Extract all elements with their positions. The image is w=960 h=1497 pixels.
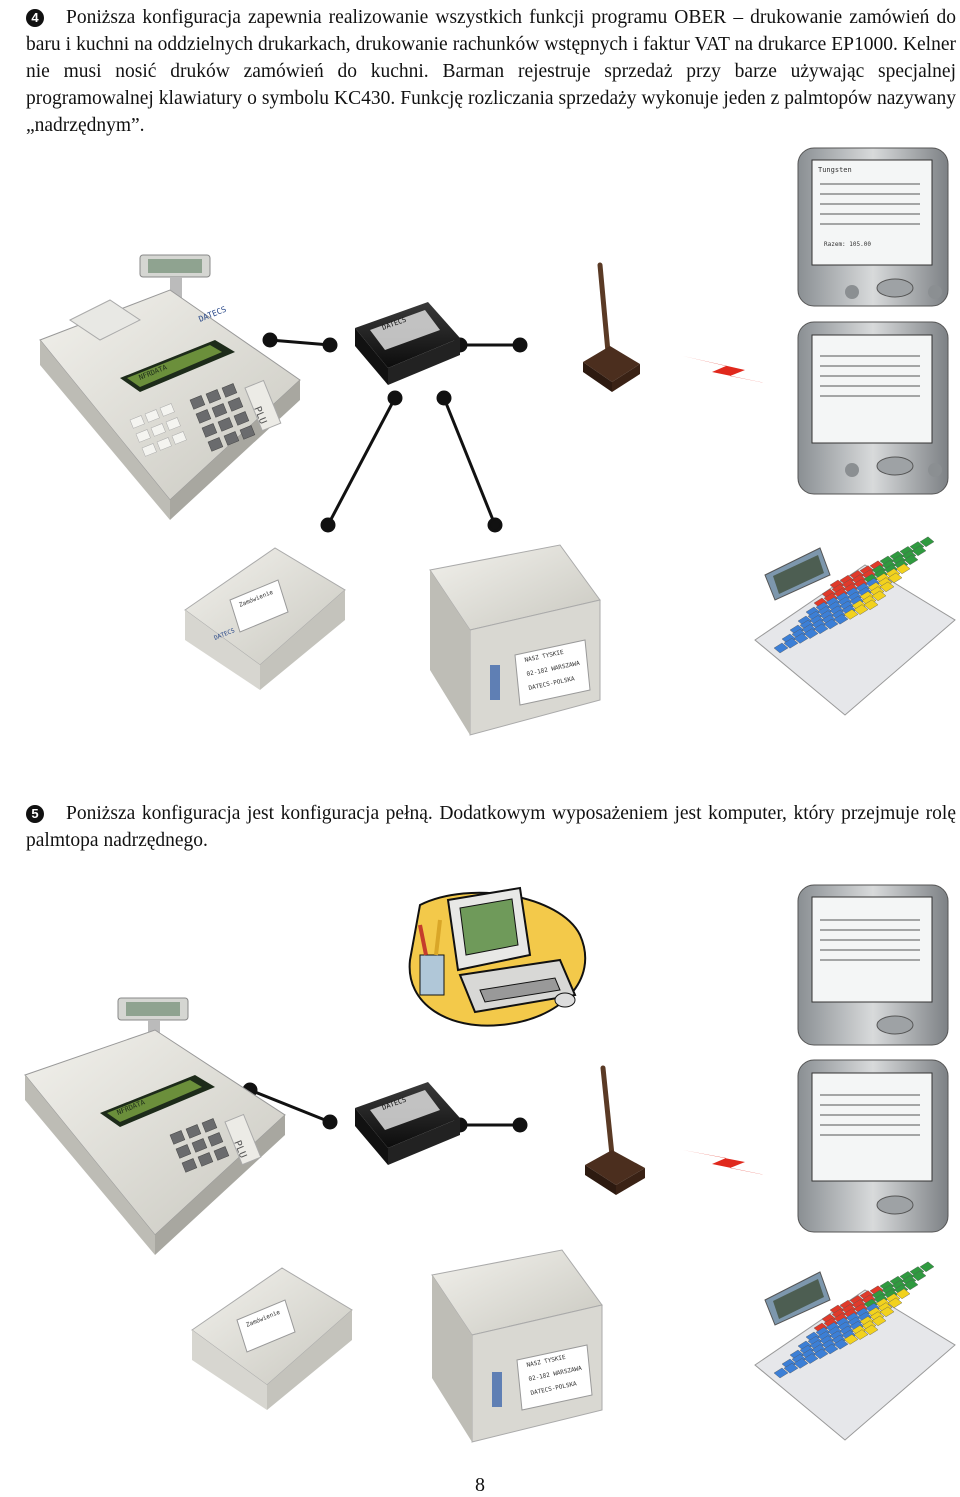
keyboard-key bbox=[919, 536, 935, 548]
keyboard-key bbox=[863, 1324, 879, 1336]
keyboard-key bbox=[813, 1348, 829, 1360]
keyboard-key bbox=[879, 1306, 895, 1318]
keyboard-key bbox=[863, 599, 879, 611]
keyboard-key bbox=[853, 1329, 869, 1340]
keyboard-key bbox=[793, 1358, 809, 1369]
keyboard-key bbox=[813, 623, 829, 635]
diagram-configuration-4: NFRDATA DATECS PLU bbox=[39, 147, 956, 736]
keyboard-key bbox=[871, 590, 887, 602]
keyboard-key bbox=[911, 545, 927, 557]
keyboard-key bbox=[919, 1261, 935, 1273]
computer-clipart-image bbox=[408, 886, 587, 1027]
keyboard-key bbox=[903, 1279, 919, 1291]
keyboard-key bbox=[823, 618, 839, 630]
section-5-number: 5 bbox=[26, 805, 44, 823]
pda-image-2 bbox=[797, 1059, 949, 1233]
keyboard-key bbox=[773, 642, 789, 654]
keyboard-key bbox=[803, 1353, 819, 1364]
keyboard-key bbox=[903, 554, 919, 566]
keyboard-key bbox=[833, 1338, 849, 1350]
pda-master-image: Tungsten Razem: 105.00 bbox=[797, 147, 949, 307]
receipt-printer-image-2: NASZ TYSKIE 02-182 WARSZAWA DATECS-POLSK… bbox=[431, 1249, 603, 1443]
cash-register-image-2: NFRDATA PLU bbox=[24, 997, 286, 1255]
keyboard-key bbox=[911, 1270, 927, 1282]
cash-register-image: NFRDATA DATECS PLU bbox=[39, 254, 301, 520]
page-number: 8 bbox=[475, 1474, 485, 1496]
connection-lines bbox=[262, 332, 528, 533]
programmable-keyboard-image bbox=[754, 536, 956, 716]
section-4-number: 4 bbox=[26, 9, 44, 27]
keyboard-key bbox=[783, 637, 799, 649]
keyboard-key bbox=[853, 604, 869, 615]
keyboard-key bbox=[773, 1367, 789, 1379]
keyboard-key bbox=[803, 628, 819, 639]
kitchen-printer-image: Zamówienie DATECS bbox=[184, 547, 346, 690]
section-5-text: Poniższa konfiguracja jest konfiguracja … bbox=[26, 803, 956, 851]
keyboard-key bbox=[895, 563, 911, 575]
keyboard-key bbox=[879, 581, 895, 593]
pda-total-label: Razem: 105.00 bbox=[824, 241, 871, 248]
keyboard-key bbox=[823, 1343, 839, 1355]
section-4-text: Poniższa konfiguracja zapewnia realizowa… bbox=[26, 7, 956, 136]
keyboard-key bbox=[895, 1288, 911, 1300]
interface-box-image: DATECS bbox=[355, 302, 460, 385]
wireless-signal-icon-2 bbox=[683, 1150, 770, 1176]
keyboard-key bbox=[833, 613, 849, 625]
keyboard-key bbox=[887, 1297, 903, 1309]
radio-antenna-image-2 bbox=[585, 1065, 645, 1195]
interface-box-image-2: DATECS bbox=[355, 1082, 460, 1165]
pda-image-1 bbox=[797, 884, 949, 1046]
keyboard-key bbox=[871, 1315, 887, 1327]
keyboard-key bbox=[783, 1362, 799, 1374]
diagram-configuration-5: NFRDATA PLU DATECS bbox=[24, 884, 956, 1443]
keyboard-key bbox=[887, 572, 903, 584]
pda-waiter-image bbox=[797, 321, 949, 495]
kitchen-printer-image-2: Zamówienie bbox=[191, 1267, 353, 1410]
pda-brand-label: Tungsten bbox=[818, 166, 852, 174]
receipt-printer-image: NASZ TYSKIE 02-182 WARSZAWA DATECS-POLSK… bbox=[429, 544, 601, 736]
programmable-keyboard-image-2 bbox=[754, 1261, 956, 1441]
wireless-signal-icon bbox=[683, 356, 770, 384]
keyboard-key bbox=[843, 609, 859, 620]
keyboard-key bbox=[793, 633, 809, 644]
keyboard-key bbox=[843, 1334, 859, 1345]
radio-antenna-image bbox=[583, 262, 640, 392]
